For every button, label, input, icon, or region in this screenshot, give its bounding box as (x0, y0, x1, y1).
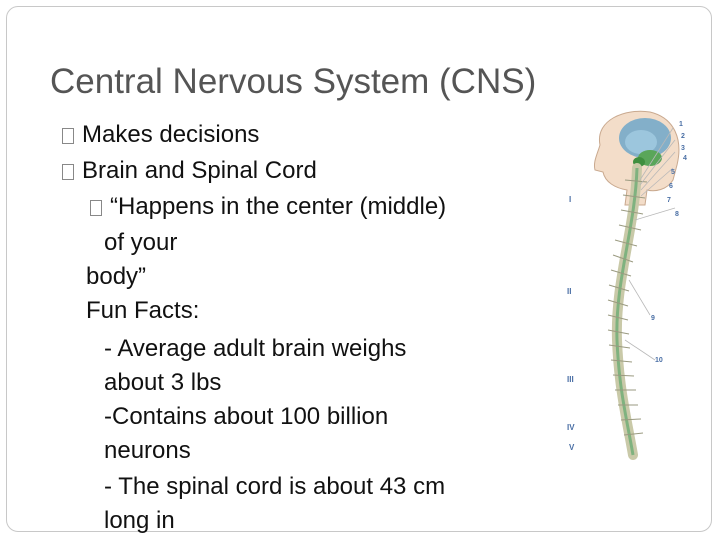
bullet-marker-icon (90, 200, 102, 216)
bullet-makes-decisions: Makes decisions (62, 118, 259, 152)
fun-facts-heading: Fun Facts: (86, 297, 200, 324)
number-label: 1 (679, 121, 683, 128)
nervous-system-illustration: I II III IV V 1 2 3 4 5 6 7 8 9 10 (567, 110, 687, 460)
number-label: 6 (669, 183, 673, 190)
region-label: II (567, 287, 571, 296)
bullet-brain-spinal-cord: Brain and Spinal Cord (62, 154, 317, 188)
bullet-marker-icon (62, 128, 74, 144)
number-label: 7 (667, 197, 671, 204)
text-line: - The spinal cord is about 43 cm (104, 473, 446, 500)
text-line: long in (104, 507, 175, 534)
region-label: IV (567, 423, 575, 432)
text-line: -Contains about 100 billion (104, 403, 389, 430)
region-label: I (569, 195, 571, 204)
number-label: 3 (681, 145, 685, 152)
text-line: - Average adult brain weighs (104, 335, 407, 362)
text-line: neurons (104, 437, 191, 464)
number-label: 8 (675, 211, 679, 218)
text-line: about 3 lbs (104, 369, 222, 396)
text-line: of your (104, 229, 178, 256)
sub-bullet-happens-center: “Happens in the center (middle) (90, 190, 446, 224)
text-line: body” (86, 263, 147, 290)
number-label: 2 (681, 133, 685, 140)
region-label: III (567, 375, 574, 384)
slide-title: Central Nervous System (CNS) (50, 62, 537, 101)
slide-frame (6, 6, 712, 532)
number-label: 10 (655, 357, 663, 364)
number-label: 9 (651, 315, 655, 322)
region-label: V (569, 443, 575, 452)
cns-diagram: I II III IV V 1 2 3 4 5 6 7 8 9 10 (555, 110, 705, 460)
number-label: 5 (671, 169, 675, 176)
number-label: 4 (683, 155, 687, 162)
bullet-marker-icon (62, 164, 74, 180)
